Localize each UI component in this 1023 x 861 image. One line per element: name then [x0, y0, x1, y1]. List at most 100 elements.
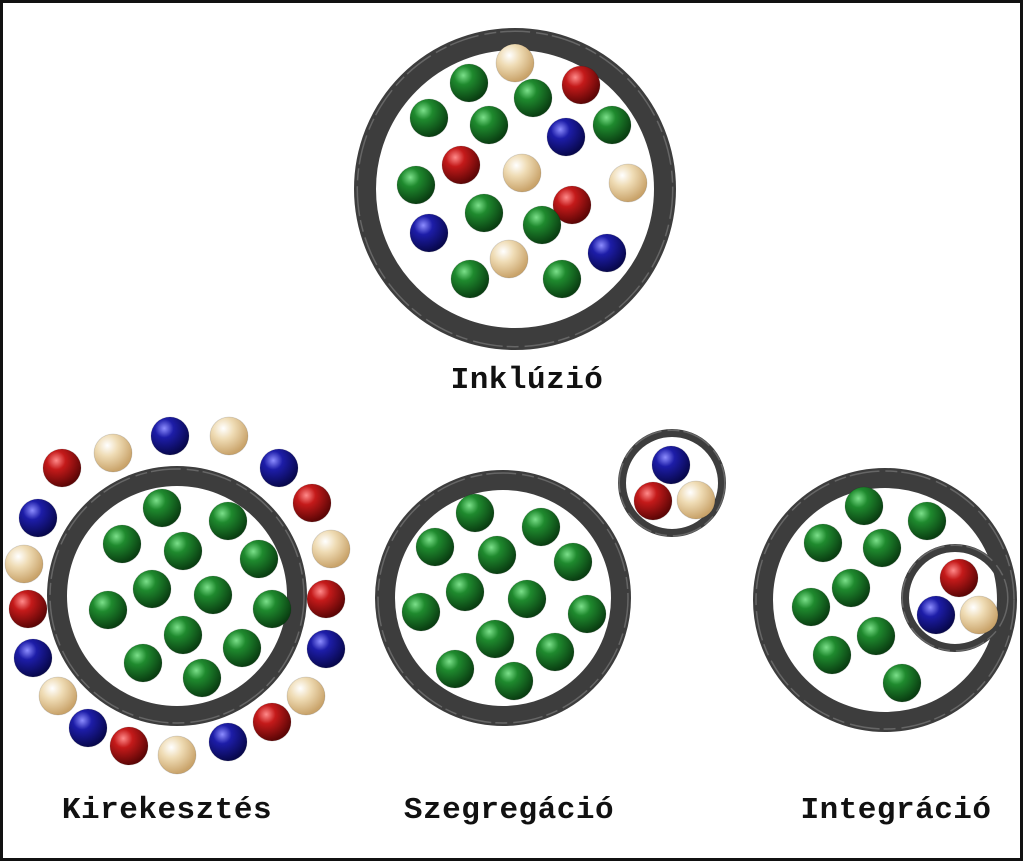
- inclusion-ring-texture: [356, 30, 674, 348]
- exclusion-outer-blue-ball: [208, 722, 248, 762]
- inclusion-red-ball: [561, 65, 601, 105]
- integration-inner-green-ball: [803, 523, 843, 563]
- exclusion-inner-green-ball: [132, 569, 172, 609]
- segregation-small-ring-texture: [618, 429, 726, 537]
- exclusion-inner-green-ball: [252, 589, 292, 629]
- exclusion-outer-beige-ball: [93, 433, 133, 473]
- integration-inner-green-ball: [882, 663, 922, 703]
- inclusion-beige-ball: [608, 163, 648, 203]
- exclusion-ring-texture: [49, 468, 305, 724]
- integration-inner-green-ball: [812, 635, 852, 675]
- diagram-artwork: [4, 28, 1017, 775]
- exclusion-outer-blue-ball: [13, 638, 53, 678]
- exclusion-inner-green-ball: [182, 658, 222, 698]
- exclusion-outer-blue-ball: [259, 448, 299, 488]
- inclusion-green-ball: [522, 205, 562, 245]
- exclusion-inner-green-ball: [102, 524, 142, 564]
- integration-inner-green-ball: [844, 486, 884, 526]
- label-exclusion: Kirekesztés: [61, 793, 273, 828]
- exclusion-outer-red-ball: [306, 579, 346, 619]
- exclusion-outer-beige-ball: [286, 676, 326, 716]
- exclusion-outer-red-ball: [109, 726, 149, 766]
- inclusion-beige-ball: [495, 43, 535, 83]
- segregation-small-beige-ball: [676, 480, 716, 520]
- inclusion-green-ball: [542, 259, 582, 299]
- exclusion-ring: [47, 466, 307, 726]
- exclusion-inner-green-ball: [142, 488, 182, 528]
- exclusion-outer-beige-ball: [157, 735, 197, 775]
- integration-small-blue-ball: [916, 595, 956, 635]
- integration-inner-green-ball: [862, 528, 902, 568]
- inclusion-green-ball: [469, 105, 509, 145]
- label-integration: Integráció: [800, 793, 992, 828]
- exclusion-outer-blue-ball: [18, 498, 58, 538]
- inclusion-green-ball: [409, 98, 449, 138]
- integration-small-red-ball: [939, 558, 979, 598]
- inclusion-green-ball: [592, 105, 632, 145]
- segregation-inner-green-ball: [401, 592, 441, 632]
- segregation-inner-green-ball: [475, 619, 515, 659]
- segregation-ring: [375, 470, 631, 726]
- segregation-small-ring: [618, 429, 726, 537]
- segregation-inner-green-ball: [435, 649, 475, 689]
- integration-small-ring-texture: [901, 544, 1009, 652]
- inclusion-beige-ball: [502, 153, 542, 193]
- exclusion-inner-green-ball: [222, 628, 262, 668]
- segregation-inner-green-ball: [553, 542, 593, 582]
- exclusion-inner-green-ball: [123, 643, 163, 683]
- segregation-inner-green-ball: [521, 507, 561, 547]
- ring-layer: [47, 28, 1017, 732]
- exclusion-outer-red-ball: [8, 589, 48, 629]
- inclusion-green-ball: [449, 63, 489, 103]
- exclusion-outer-beige-ball: [38, 676, 78, 716]
- exclusion-outer-beige-ball: [311, 529, 351, 569]
- exclusion-outer-beige-ball: [209, 416, 249, 456]
- integration-inner-green-ball: [831, 568, 871, 608]
- segregation-inner-green-ball: [567, 594, 607, 634]
- segregation-inner-green-ball: [415, 527, 455, 567]
- inclusion-blue-ball: [409, 213, 449, 253]
- inclusion-green-ball: [450, 259, 490, 299]
- exclusion-inner-green-ball: [239, 539, 279, 579]
- integration-small-ring: [901, 544, 1009, 652]
- inclusion-red-ball: [552, 185, 592, 225]
- exclusion-outer-red-ball: [252, 702, 292, 742]
- segregation-inner-green-ball: [445, 572, 485, 612]
- inclusion-blue-ball: [587, 233, 627, 273]
- exclusion-outer-red-ball: [42, 448, 82, 488]
- exclusion-inner-green-ball: [163, 615, 203, 655]
- exclusion-outer-red-ball: [292, 483, 332, 523]
- inclusion-red-ball: [441, 145, 481, 185]
- segregation-inner-green-ball: [477, 535, 517, 575]
- integration-inner-green-ball: [856, 616, 896, 656]
- segregation-small-blue-ball: [651, 445, 691, 485]
- exclusion-inner-green-ball: [193, 575, 233, 615]
- segregation-inner-green-ball: [455, 493, 495, 533]
- exclusion-outer-blue-ball: [150, 416, 190, 456]
- segregation-ring-texture: [377, 472, 629, 724]
- label-inclusion: Inklúzió: [450, 363, 604, 398]
- integration-small-beige-ball: [959, 595, 999, 635]
- segregation-small-red-ball: [633, 481, 673, 521]
- inclusion-ring: [354, 28, 676, 350]
- exclusion-inner-green-ball: [208, 501, 248, 541]
- exclusion-outer-blue-ball: [68, 708, 108, 748]
- exclusion-inner-green-ball: [88, 590, 128, 630]
- label-segregation: Szegregáció: [403, 793, 615, 828]
- integration-ring-texture: [755, 470, 1015, 730]
- segregation-inner-green-ball: [507, 579, 547, 619]
- integration-inner-green-ball: [791, 587, 831, 627]
- inclusion-green-ball: [464, 193, 504, 233]
- segregation-inner-green-ball: [535, 632, 575, 672]
- inclusion-green-ball: [396, 165, 436, 205]
- integration-inner-green-ball: [907, 501, 947, 541]
- exclusion-outer-beige-ball: [4, 544, 44, 584]
- inclusion-beige-ball: [489, 239, 529, 279]
- inclusion-green-ball: [513, 78, 553, 118]
- segregation-inner-green-ball: [494, 661, 534, 701]
- exclusion-outer-blue-ball: [306, 629, 346, 669]
- ball-layer: [4, 43, 999, 775]
- exclusion-inner-green-ball: [163, 531, 203, 571]
- inclusion-blue-ball: [546, 117, 586, 157]
